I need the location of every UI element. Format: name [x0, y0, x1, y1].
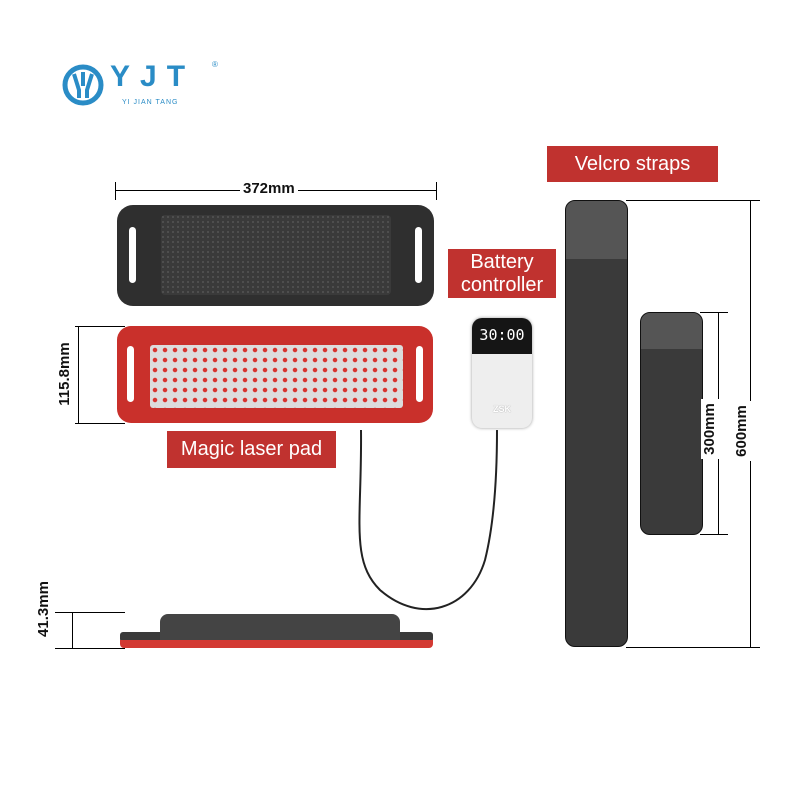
logo: YJT ® YI JIAN TANG	[62, 60, 222, 112]
width-label: 372mm	[240, 180, 298, 198]
dim-tick	[700, 312, 728, 313]
short-strap-label: 300mm	[701, 399, 719, 459]
led-panel	[150, 345, 403, 408]
strap-slot	[416, 346, 423, 402]
pad-label: Magic laser pad	[167, 431, 336, 468]
straps-label: Velcro straps	[547, 146, 718, 182]
strap-slot	[129, 227, 136, 283]
dim-tick	[55, 648, 125, 649]
battery-controller: 30:00 ZSK	[472, 318, 532, 428]
dim-tick	[75, 326, 125, 327]
velcro-strap-long	[565, 200, 628, 647]
dim-tick	[55, 612, 125, 613]
pad-side-view	[120, 612, 433, 648]
long-strap-label: 600mm	[733, 401, 751, 461]
dim-tick	[75, 423, 125, 424]
controller-label-text: Battery controller	[460, 250, 544, 296]
dim-tick	[626, 647, 760, 648]
pad-back-vents	[161, 215, 391, 295]
logo-text: YJT	[110, 60, 196, 93]
thickness-dimension-line	[72, 612, 73, 648]
thickness-label: 41.3mm	[35, 581, 53, 637]
dim-tick	[115, 182, 116, 200]
controller-brand: ZSK	[493, 404, 511, 414]
dim-tick	[700, 534, 728, 535]
pad-back-view	[117, 205, 434, 306]
controller-screen: 30:00	[472, 318, 532, 354]
strap-slot	[127, 346, 134, 402]
dim-tick	[626, 200, 760, 201]
timer-display: 30:00	[479, 326, 525, 344]
controller-label: Battery controller	[448, 249, 556, 298]
pad-front-view	[117, 326, 433, 423]
strap-slot	[415, 227, 422, 283]
logo-subtitle: YI JIAN TANG	[122, 99, 179, 106]
dim-tick	[436, 182, 437, 200]
height-dimension-line	[78, 326, 79, 423]
logo-registered: ®	[212, 60, 218, 69]
velcro-strap-short	[640, 312, 703, 535]
logo-mark-icon	[62, 64, 104, 106]
